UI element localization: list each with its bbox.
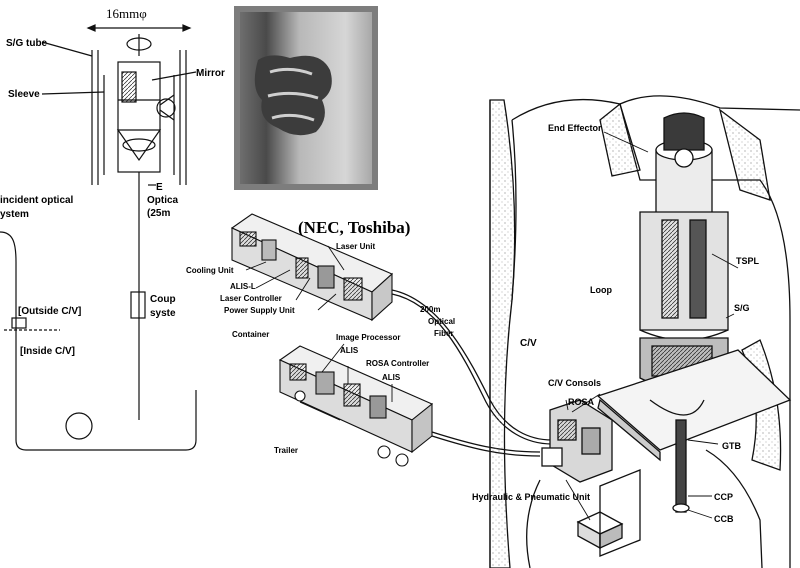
power-supply-label: Power Supply Unit (224, 306, 295, 315)
cv-label: C/V (520, 338, 537, 349)
inside-cv-label: [Inside C/V] (20, 346, 75, 357)
laser-unit-label: Laser Unit (336, 242, 375, 251)
sg-tube-label: S/G tube (6, 38, 48, 49)
tspl-label: TSPL (736, 256, 760, 266)
trailer-label: Trailer (274, 446, 298, 455)
alis-label-2: ALIS (382, 373, 401, 382)
fiber-label: Fiber (434, 329, 454, 338)
outside-cv-label: [Outside C/V] (18, 306, 81, 317)
laser-controller-label: Laser Controller (220, 294, 282, 303)
image-processor-label: Image Processor (336, 333, 400, 342)
fiber-optical-label: Optical (428, 317, 455, 326)
container-label: Container (232, 330, 269, 339)
inspection-photo (234, 6, 378, 190)
alis-l-label: ALIS-L (230, 282, 256, 291)
ccb-label: CCB (714, 514, 734, 524)
alis-label-1: ALIS (340, 346, 359, 355)
ccp-label: CCP (714, 492, 733, 502)
fiber-length-label: 200m (420, 305, 440, 314)
sleeve-label: Sleeve (8, 89, 40, 100)
end-effector-label: End Effector (548, 123, 602, 133)
incident-optical-label: incident optical (0, 195, 74, 206)
optical-length-label: (25m (147, 208, 170, 219)
vendors-label: (NEC, Toshiba) (298, 218, 410, 237)
container-drawing (230, 213, 394, 322)
end-label: E (156, 182, 163, 193)
mirror-label: Mirror (196, 68, 225, 79)
optical-label: Optica (147, 195, 179, 206)
gtb-label: GTB (722, 441, 741, 451)
probe-detail-drawing (0, 24, 197, 451)
trailer-drawing (278, 345, 434, 467)
coupler-label: Coup (150, 294, 176, 305)
rosa-controller-label: ROSA Controller (366, 359, 429, 368)
containment-vessel-drawing (489, 95, 800, 568)
incident-system-label: ystem (0, 209, 29, 220)
cv-consoles-label: C/V Consols (548, 378, 601, 388)
cooling-unit-label: Cooling Unit (186, 266, 234, 275)
middle-leader-lines (245, 245, 393, 402)
coupler-system-label: syste (150, 308, 176, 319)
optical-fiber-cables (391, 289, 553, 457)
sg-label: S/G (734, 303, 750, 313)
hydraulic-unit-label: Hydraulic & Pneumatic Unit (472, 492, 590, 502)
rosa-label: ROSA (568, 397, 595, 407)
diameter-label: 16mmφ (106, 6, 147, 21)
loop-label: Loop (590, 285, 612, 295)
